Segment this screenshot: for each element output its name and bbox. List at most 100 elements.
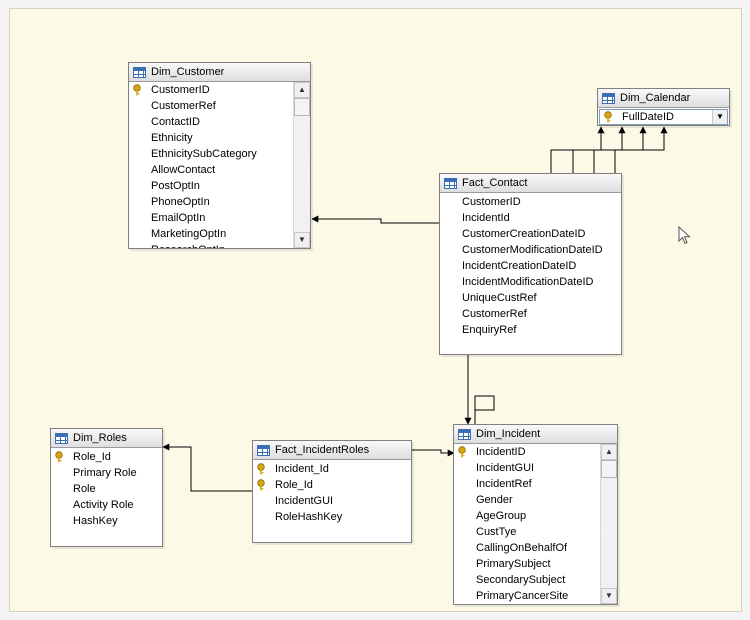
column-row[interactable]: Activity Role [51, 497, 162, 513]
column-row[interactable]: IncidentModificationDateID [440, 274, 621, 290]
table-icon [257, 444, 270, 456]
rel-incidentroles-roles[interactable] [162, 443, 253, 492]
column-row[interactable]: SecondarySubject [454, 572, 617, 588]
table-header[interactable]: Dim_Incident [454, 425, 617, 444]
column-row[interactable]: IncidentId [440, 210, 621, 226]
column-name: PostOptIn [151, 180, 200, 192]
column-row[interactable]: CustomerID [440, 194, 621, 210]
column-row[interactable]: IncidentCreationDateID [440, 258, 621, 274]
column-name: PrimaryCancerSite [476, 590, 569, 602]
chevron-down-icon[interactable]: ▼ [712, 110, 727, 124]
column-row[interactable]: CustomerRef [129, 98, 310, 114]
column-name: MarketingOptIn [151, 228, 227, 240]
table-header[interactable]: Dim_Roles [51, 429, 162, 448]
column-row[interactable]: CustTye [454, 524, 617, 540]
column-row[interactable]: Incident_Id [253, 461, 411, 477]
column-name: CustTye [476, 526, 517, 538]
column-row[interactable]: Gender [454, 492, 617, 508]
key-icon [257, 463, 265, 475]
table-header[interactable]: Fact_IncidentRoles [253, 441, 411, 460]
column-row[interactable]: IncidentGUI [253, 493, 411, 509]
column-name: Role [73, 483, 96, 495]
column-row[interactable]: Role_Id [253, 477, 411, 493]
column-row[interactable]: ResearchOptIn [129, 242, 310, 248]
column-row[interactable]: PhoneOptIn [129, 194, 310, 210]
column-name: IncidentCreationDateID [462, 260, 577, 272]
table-dim-calendar[interactable]: Dim_Calendar FullDateID ▼ [597, 88, 730, 126]
column-name: CustomerID [462, 196, 521, 208]
column-name: PhoneOptIn [151, 196, 210, 208]
column-row[interactable]: MarketingOptIn [129, 226, 310, 242]
column-row[interactable]: Role [51, 481, 162, 497]
table-title: Fact_Contact [462, 177, 528, 189]
column-row[interactable]: HashKey [51, 513, 162, 529]
column-row[interactable]: RoleHashKey [253, 509, 411, 525]
column-row[interactable]: IncidentID [454, 444, 617, 460]
column-row[interactable]: AgeGroup [454, 508, 617, 524]
column-row[interactable]: PrimarySubject [454, 556, 617, 572]
column-name: Primary Role [73, 467, 137, 479]
table-header[interactable]: Dim_Customer [129, 63, 310, 82]
column-row[interactable]: Primary Role [51, 465, 162, 481]
column-row[interactable]: EthnicitySubCategory [129, 146, 310, 162]
column-row[interactable]: IncidentGUI [454, 460, 617, 476]
table-header[interactable]: Fact_Contact [440, 174, 621, 193]
table-header[interactable]: Dim_Calendar [598, 89, 729, 108]
column-row[interactable]: CustomerRef [440, 306, 621, 322]
column-name: Role_Id [73, 451, 111, 463]
column-row[interactable]: CustomerCreationDateID [440, 226, 621, 242]
rel-incident-self[interactable] [474, 395, 495, 424]
mouse-cursor-icon [678, 226, 691, 245]
scroll-thumb[interactable] [601, 460, 617, 478]
rel-incidentroles-incident[interactable] [412, 449, 455, 457]
column-row[interactable]: Ethnicity [129, 130, 310, 146]
column-name: HashKey [73, 515, 118, 527]
column-row[interactable]: IncidentRef [454, 476, 617, 492]
column-row[interactable]: FullDateID [600, 110, 727, 124]
column-name: CustomerModificationDateID [462, 244, 603, 256]
column-row[interactable]: EmailOptIn [129, 210, 310, 226]
column-row[interactable]: CustomerID [129, 82, 310, 98]
column-row[interactable]: AllowContact [129, 162, 310, 178]
column-name: ResearchOptIn [151, 244, 225, 248]
column-row[interactable]: UniqueCustRef [440, 290, 621, 306]
rel-contact-customer[interactable] [311, 215, 440, 224]
scroll-thumb[interactable] [294, 98, 310, 116]
column-row[interactable]: Role_Id [51, 449, 162, 465]
scroll-up-icon[interactable]: ▲ [601, 444, 617, 460]
column-name: EnquiryRef [462, 324, 517, 336]
scroll-down-icon[interactable]: ▼ [601, 588, 617, 604]
column-row[interactable]: EnquiryRef [440, 322, 621, 338]
column-dropdown[interactable]: FullDateID ▼ [599, 109, 728, 125]
column-name: EthnicitySubCategory [151, 148, 257, 160]
scroll-up-icon[interactable]: ▲ [294, 82, 310, 98]
column-name: FullDateID [622, 111, 674, 123]
scrollbar[interactable]: ▲▼ [293, 82, 310, 248]
table-icon [602, 92, 615, 104]
column-name: CallingOnBehalfOf [476, 542, 568, 554]
column-row[interactable]: ContactID [129, 114, 310, 130]
column-row[interactable]: CallingOnBehalfOf [454, 540, 617, 556]
column-row[interactable]: PrimaryCancerSite [454, 588, 617, 604]
column-row[interactable]: CustomerModificationDateID [440, 242, 621, 258]
column-name: IncidentModificationDateID [462, 276, 594, 288]
rel-contact-calendar-4[interactable] [614, 126, 668, 174]
key-icon [133, 84, 141, 96]
column-name: IncidentID [476, 446, 526, 458]
column-name: Incident_Id [275, 463, 329, 475]
column-row[interactable]: PostOptIn [129, 178, 310, 194]
column-name: Role_Id [275, 479, 313, 491]
scrollbar[interactable]: ▲▼ [600, 444, 617, 604]
scroll-down-icon[interactable]: ▼ [294, 232, 310, 248]
